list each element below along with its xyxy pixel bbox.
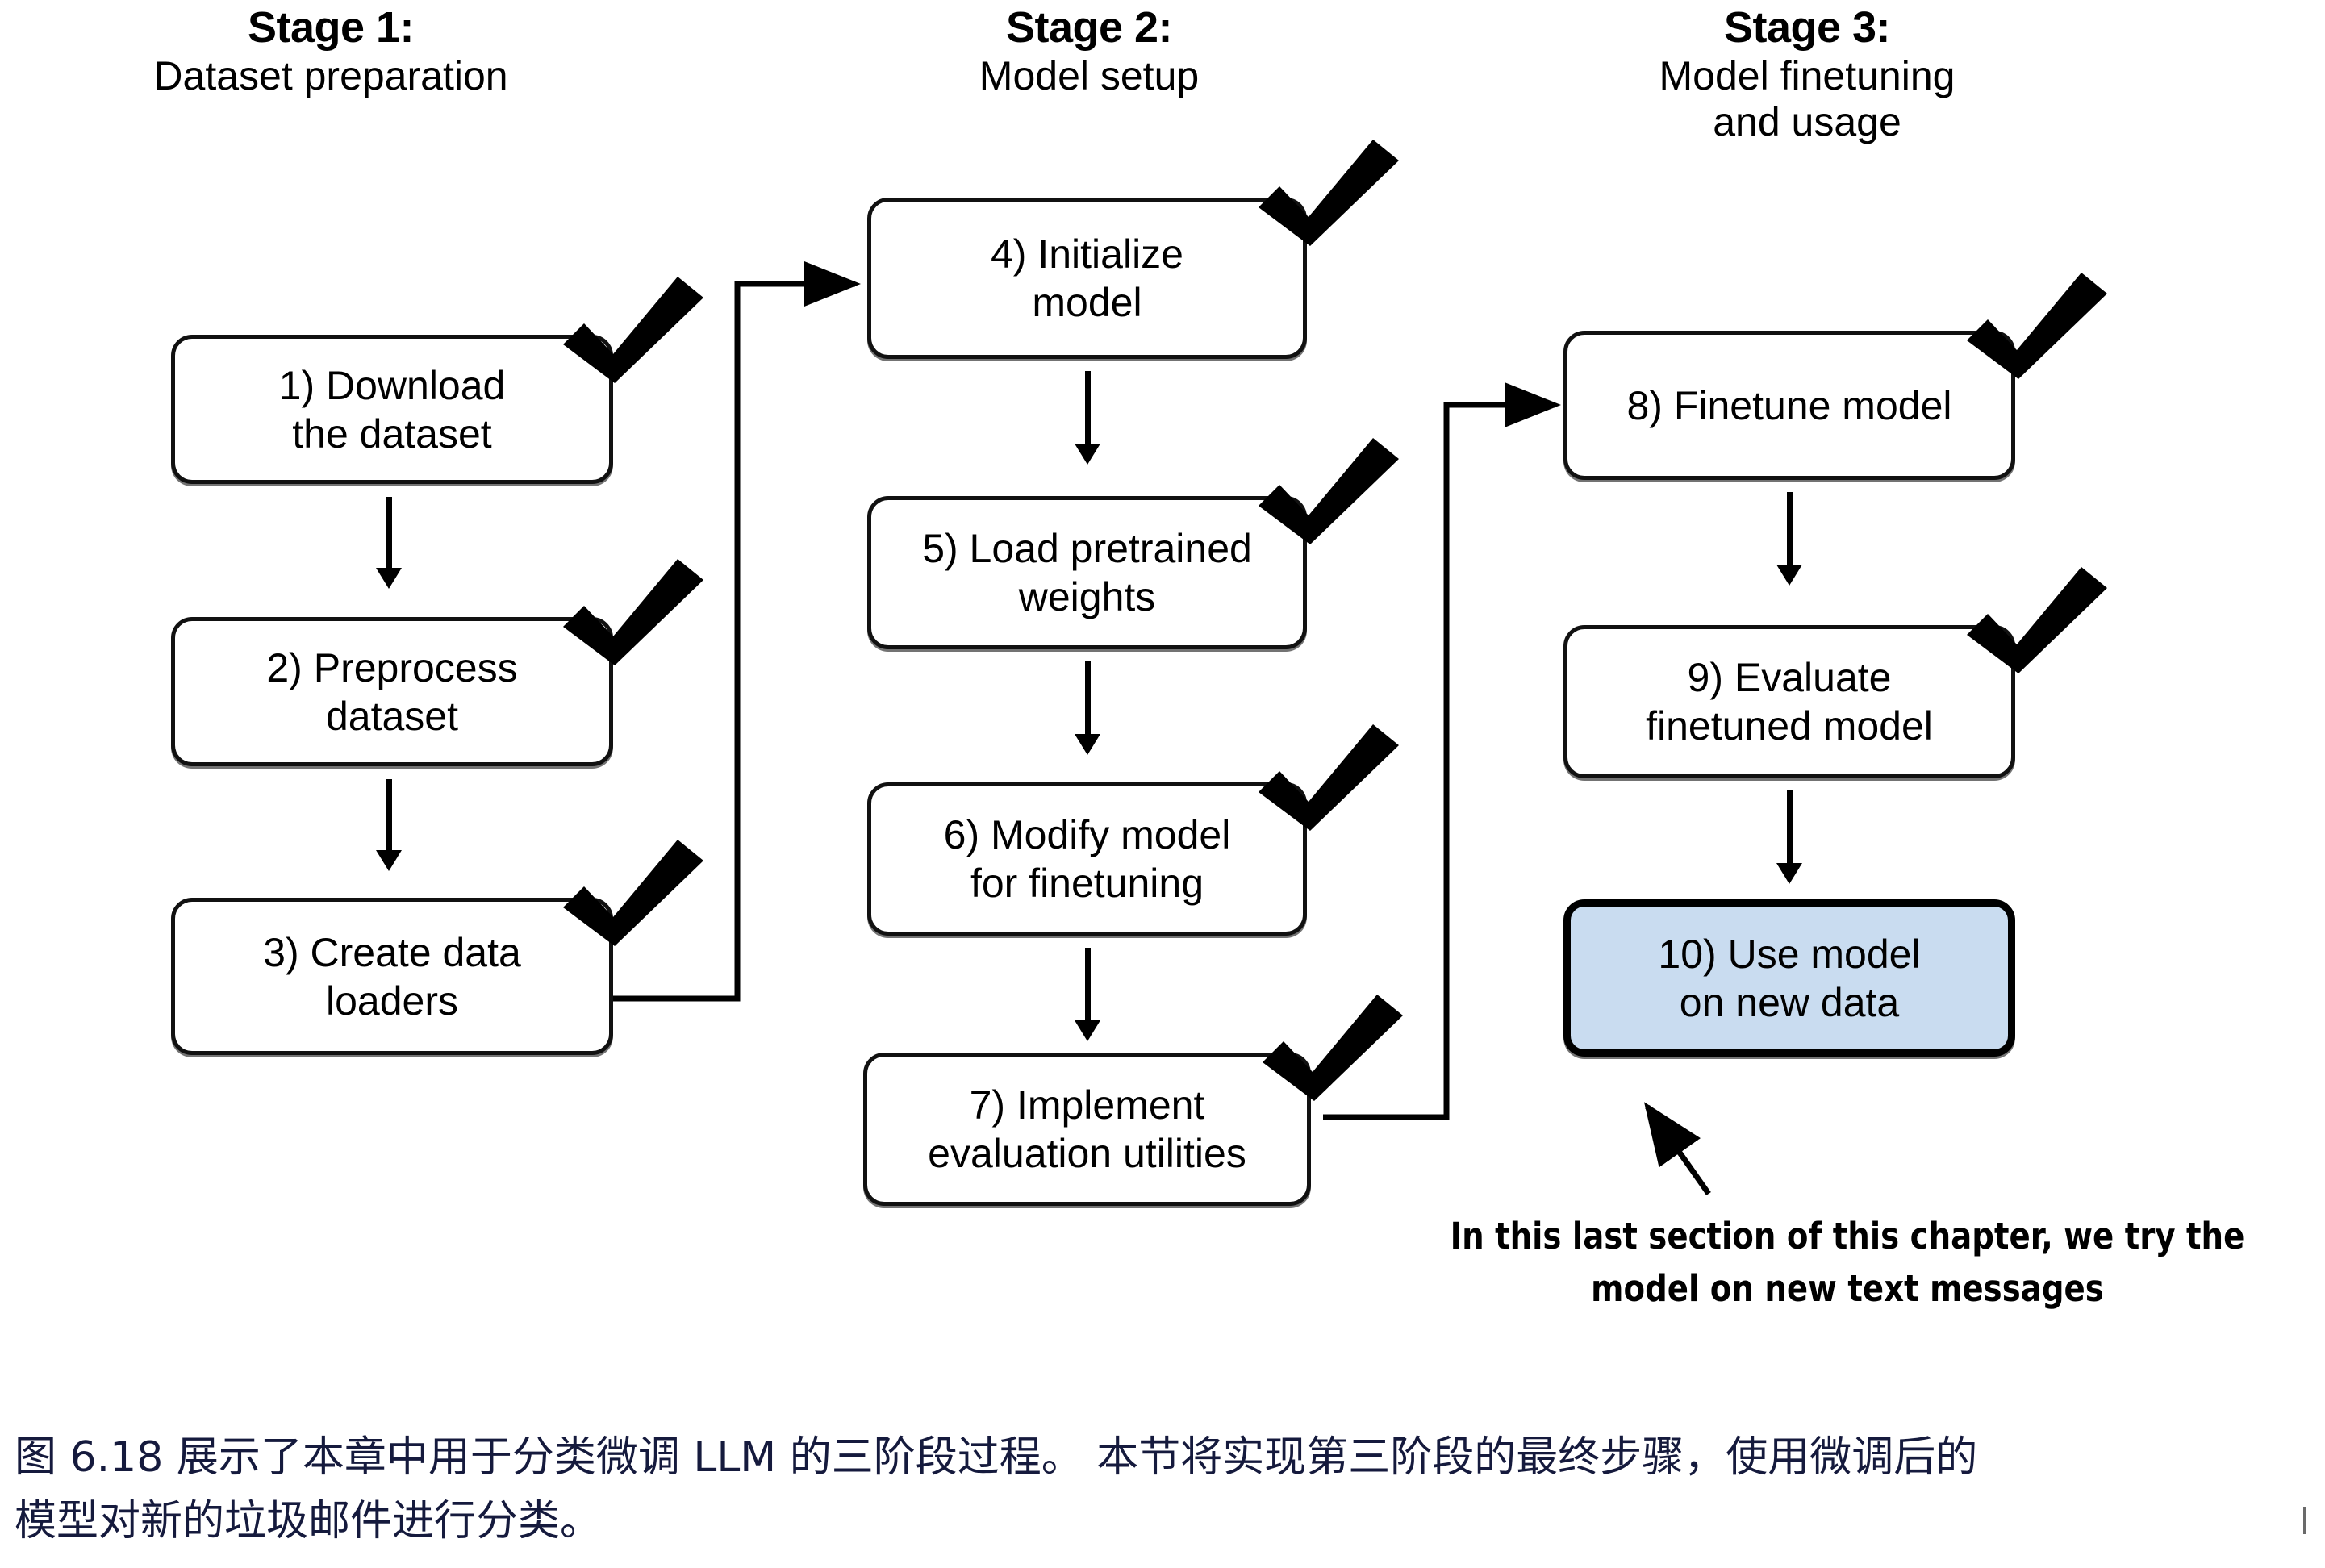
arrow-head (1075, 1020, 1100, 1041)
annotation-text: In this last section of this chapter, we… (1438, 1210, 2257, 1316)
node-step-5-line1: 5) Load pretrained (922, 526, 1252, 571)
arrow-shaft (1084, 661, 1091, 734)
checkmark-icon-step-7 (1256, 988, 1409, 1113)
figure-flowchart: Stage 1: Dataset preparation Stage 2: Mo… (48, 3, 2257, 1316)
node-step-4-line2: model (1032, 280, 1142, 325)
arrow-head (376, 850, 402, 871)
node-step-9-label: 9) Evaluate finetuned model (1646, 653, 1933, 750)
arrow-step8-to-step9 (1733, 492, 1846, 586)
checkmark-icon-step-9 (1960, 561, 2114, 686)
node-step-6[interactable]: 6) Modify model for finetuning (867, 782, 1307, 936)
node-step-5[interactable]: 5) Load pretrained weights (867, 496, 1307, 649)
arrow-shaft (386, 779, 392, 850)
node-step-4[interactable]: 4) Initialize model (867, 198, 1307, 359)
stage-1-subheading: Dataset preparation (153, 52, 508, 98)
arrow-shaft (1786, 492, 1793, 565)
annotation-line-1: In this last section of this chapter, we… (1450, 1215, 2245, 1257)
stage-title-2: Stage 2: Model setup (807, 3, 1371, 99)
node-step-3-line2: loaders (325, 978, 458, 1024)
stage-1-heading: Stage 1: (247, 3, 415, 52)
stage-title-3: Stage 3: Model finetuning and usage (1517, 3, 2098, 145)
arrow-step9-to-step10 (1733, 790, 1846, 884)
stage-2-subheading: Model setup (979, 52, 1200, 98)
node-step-2-line2: dataset (325, 693, 458, 739)
arrow-shaft (1786, 790, 1793, 863)
arrow-head (1776, 565, 1802, 586)
node-step-7-label: 7) Implement evaluation utilities (928, 1081, 1246, 1178)
checkmark-icon-step-6 (1252, 718, 1405, 843)
page-edge-mark (2303, 1507, 2306, 1534)
node-step-3-label: 3) Create data loaders (263, 928, 521, 1025)
node-step-2-line1: 2) Preprocess (266, 644, 518, 690)
figure-caption: 图 6.18 展示了本章中用于分类微调 LLM 的三阶段过程。 本节将实现第三阶… (15, 1426, 2310, 1553)
arrow-shaft (1084, 371, 1091, 444)
node-step-5-label: 5) Load pretrained weights (922, 524, 1252, 621)
node-step-8-line1: 8) Finetune model (1626, 382, 1952, 428)
stage-3-subheading: Model finetuning and usage (1659, 52, 1956, 144)
node-step-9[interactable]: 9) Evaluate finetuned model (1563, 625, 2015, 778)
caption-line-2: 模型对新的垃圾邮件进行分类。 (15, 1497, 603, 1546)
node-step-1-line2: the dataset (292, 411, 492, 457)
connector-annotation-pointer (1643, 1102, 1711, 1196)
checkmark-icon-step-4 (1252, 133, 1405, 258)
node-step-7-line2: evaluation utilities (928, 1131, 1246, 1176)
arrow-head (1776, 863, 1802, 884)
arrow-step6-to-step7 (1031, 948, 1144, 1041)
node-step-8-label: 8) Finetune model (1626, 382, 1951, 430)
node-step-3-line1: 3) Create data (263, 929, 521, 975)
checkmark-icon-step-1 (557, 270, 710, 395)
node-step-6-line1: 6) Modify model (943, 812, 1231, 857)
node-step-5-line2: weights (1018, 574, 1156, 619)
arrow-shaft (1084, 948, 1091, 1020)
node-step-10-line1: 10) Use model (1658, 931, 1921, 977)
arrow-head (376, 568, 402, 589)
annotation-line-2: model on new text messages (1591, 1267, 2104, 1311)
arrow-step5-to-step6 (1031, 661, 1144, 755)
stage-title-1: Stage 1: Dataset preparation (48, 3, 613, 99)
node-step-7[interactable]: 7) Implement evaluation utilities (863, 1053, 1311, 1206)
node-step-10-label: 10) Use model on new data (1658, 930, 1920, 1027)
arrow-step2-to-step3 (332, 779, 445, 871)
checkmark-icon-step-5 (1252, 432, 1405, 557)
node-step-4-line1: 4) Initialize (991, 231, 1183, 277)
node-step-9-line1: 9) Evaluate (1687, 655, 1892, 700)
node-step-2[interactable]: 2) Preprocess dataset (171, 617, 613, 766)
node-step-4-label: 4) Initialize model (991, 230, 1183, 327)
checkmark-icon-step-2 (557, 553, 710, 678)
caption-line-1: 图 6.18 展示了本章中用于分类微调 LLM 的三阶段过程。 本节将实现第三阶… (15, 1433, 1978, 1482)
node-step-8[interactable]: 8) Finetune model (1563, 331, 2015, 480)
node-step-2-label: 2) Preprocess dataset (266, 644, 517, 740)
node-step-1[interactable]: 1) Download the dataset (171, 335, 613, 484)
arrow-head (1075, 444, 1100, 465)
node-step-6-label: 6) Modify model for finetuning (944, 811, 1231, 907)
node-step-10[interactable]: 10) Use model on new data (1563, 899, 2015, 1057)
arrow-shaft (386, 497, 392, 568)
stage-2-heading: Stage 2: (1005, 3, 1173, 52)
node-step-1-label: 1) Download the dataset (279, 361, 506, 458)
node-step-10-line2: on new data (1679, 979, 1900, 1025)
stage-3-heading: Stage 3: (1723, 3, 1891, 52)
node-step-6-line2: for finetuning (970, 861, 1204, 906)
arrow-step1-to-step2 (332, 497, 445, 589)
node-step-7-line1: 7) Implement (969, 1082, 1205, 1128)
checkmark-icon-step-3 (557, 833, 710, 958)
node-step-3[interactable]: 3) Create data loaders (171, 898, 613, 1055)
arrow-step4-to-step5 (1031, 371, 1144, 465)
node-step-1-line1: 1) Download (278, 362, 506, 408)
node-step-9-line2: finetuned model (1646, 703, 1933, 749)
arrow-head (1075, 734, 1100, 755)
checkmark-icon-step-8 (1960, 266, 2114, 391)
